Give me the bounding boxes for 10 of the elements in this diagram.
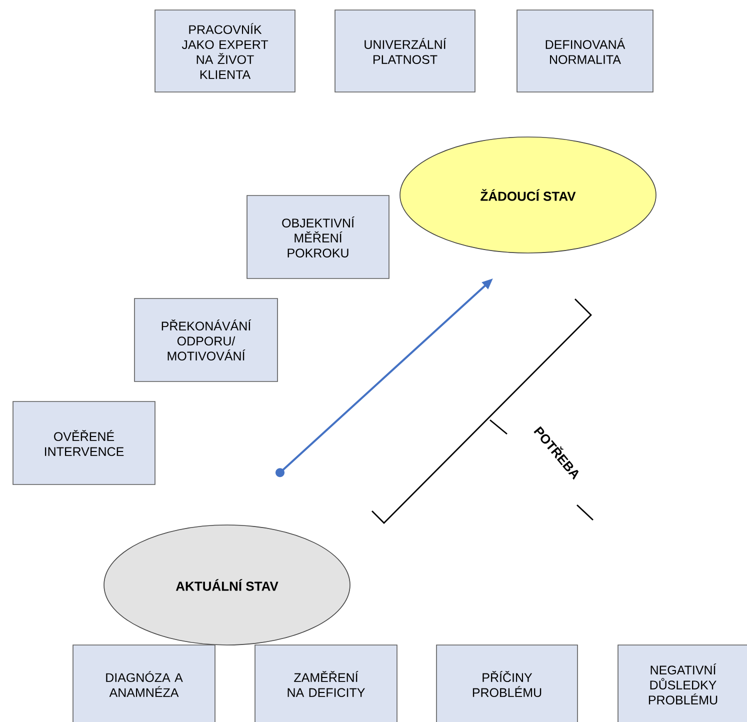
concept-box: PŘEKONÁVÁNÍ ODPORU/ MOTIVOVÁNÍ	[134, 298, 278, 382]
concept-box: ZAMĚŘENÍ NA DEFICITY	[254, 644, 398, 722]
concept-box: PRACOVNÍK JAKO EXPERT NA ŽIVOT KLIENTA	[154, 10, 296, 92]
concept-box: DEFINOVANÁ NORMALITA	[516, 10, 654, 92]
concept-box: UNIVERZÁLNÍ PLATNOST	[334, 10, 476, 92]
concept-box: OBJEKTIVNÍ MĚŘENÍ POKROKU	[246, 195, 390, 279]
concept-box: DIAGNÓZA A ANAMNÉZA	[72, 644, 216, 722]
concept-box: OVĚŘENÉ INTERVENCE	[12, 401, 156, 485]
concept-box: NEGATIVNÍ DŮSLEDKY PROBLÉMU	[618, 644, 747, 722]
concept-box: PŘÍČINY PROBLÉMU	[436, 644, 578, 722]
